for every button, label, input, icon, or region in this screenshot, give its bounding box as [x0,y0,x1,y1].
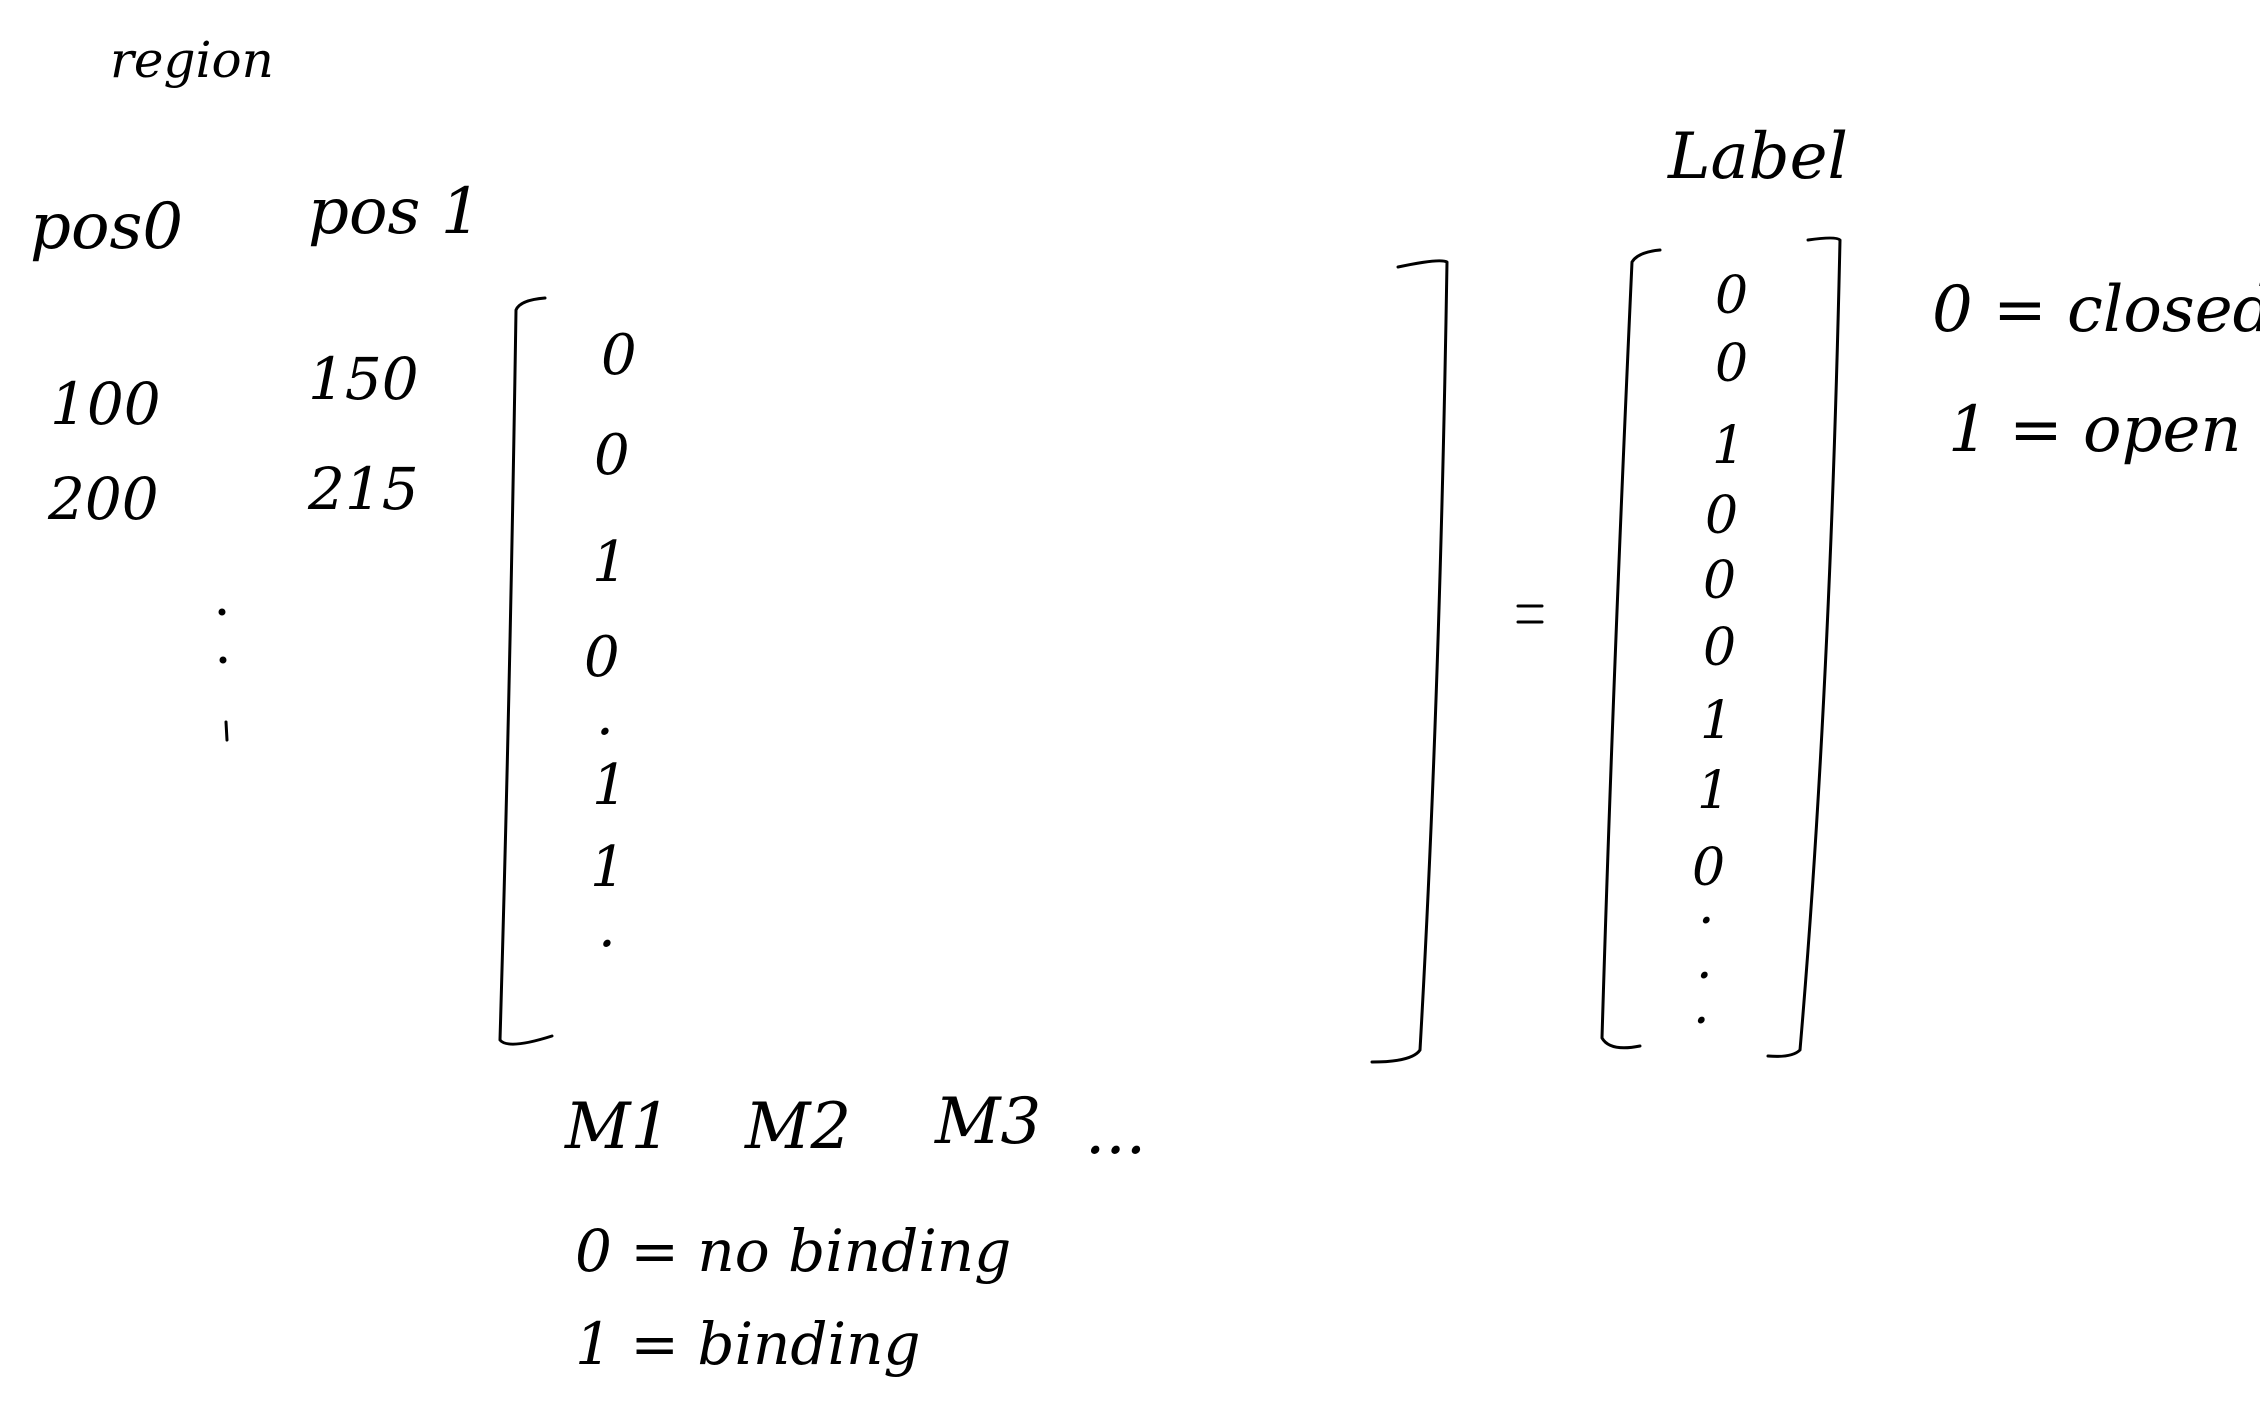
matrix-entry: 0 [601,323,637,388]
cell-r1-pos1: 150 [308,345,419,413]
region-label: region [110,31,274,89]
label-legend-one: 1 = open [1948,393,2242,467]
matrix-entry: . [598,895,616,960]
ellipsis-dot [219,656,227,664]
matrix-left-bracket [498,296,554,1046]
label-entry: . [1693,976,1710,1036]
matrix-entry: 1 [592,530,628,595]
matrix-column-label-m2: M2 [745,1090,852,1164]
cell-r1-pos0: 100 [50,370,161,438]
label-entry: 1 [1712,416,1746,476]
matrix-entry: . [596,683,614,748]
matrix-legend-one: 1 = binding [575,1310,921,1378]
matrix-column-label-m3: M3 [935,1085,1042,1159]
cell-r2-pos0: 200 [48,465,159,533]
label-entry: 0 [1692,838,1726,898]
label-entry: 0 [1703,551,1737,611]
column-header-pos0: pos0 [30,190,184,264]
ellipsis-dot [218,608,226,616]
cell-r2-pos1: 215 [308,455,419,523]
label-entry: 1 [1700,691,1734,751]
matrix-column-label-ellipsis: ... [1085,1095,1147,1169]
label-left-bracket [1600,248,1662,1050]
label-entry: . [1698,876,1715,936]
label-entry: 0 [1715,266,1749,326]
matrix-entry: 1 [590,835,626,900]
label-entry: 0 [1703,618,1737,678]
label-entry: 1 [1697,761,1731,821]
equals-sign: = [1510,580,1557,636]
label-entry: 0 [1715,334,1749,394]
label-entry: 0 [1705,486,1739,546]
matrix-legend-zero: 0 = no binding [575,1217,1012,1285]
column-header-pos1: pos 1 [308,175,482,249]
label-entry: . [1696,931,1713,991]
ellipsis-stroke [224,720,229,742]
label-right-bracket [1766,236,1842,1058]
matrix-entry: 0 [584,625,620,690]
matrix-column-label-m1: M1 [565,1090,672,1164]
label-title: Label [1668,120,1848,194]
label-legend-zero: 0 = closed [1932,273,2260,347]
matrix-entry: 1 [592,753,628,818]
matrix-right-bracket [1370,259,1449,1064]
matrix-entry: 0 [594,423,630,488]
